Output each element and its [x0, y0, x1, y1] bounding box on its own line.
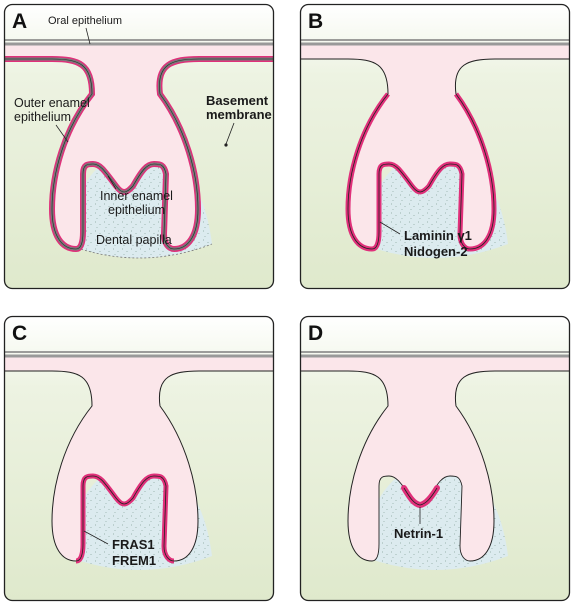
panel-letter: D: [308, 322, 323, 345]
outer-enamel-label-1: Outer enamel: [14, 96, 90, 110]
dental-papilla-label: Dental papilla: [96, 233, 172, 247]
panel-border: [299, 315, 571, 602]
panel-border: [299, 3, 571, 290]
panel-letter: B: [308, 10, 323, 33]
oral-epithelium-label: Oral epithelium: [48, 15, 122, 27]
panel-letter: C: [12, 322, 27, 345]
panel-a: A Oral epithelium Outer enamel epitheliu…: [3, 3, 275, 290]
laminin-label: Laminin γ1: [404, 228, 472, 243]
inner-enamel-label-1: Inner enamel: [100, 189, 173, 203]
frem1-label: FREM1: [112, 553, 156, 568]
outer-enamel-label-2: epithelium: [14, 110, 71, 124]
basement-membrane-label-2: membrane: [206, 107, 272, 122]
panel-border: [3, 315, 275, 602]
panel-c: C FRAS1 FREM1: [3, 315, 275, 602]
panel-b: B Laminin γ1 Nidogen-2: [299, 3, 571, 290]
panel-letter: A: [12, 10, 27, 33]
panel-border: [3, 3, 275, 290]
netrin-1-label: Netrin-1: [394, 526, 443, 541]
inner-enamel-label-2: epithelium: [108, 203, 165, 217]
panel-d: D Netrin-1: [299, 315, 571, 602]
nidogen-label: Nidogen-2: [404, 244, 468, 259]
basement-membrane-label-1: Basement: [206, 93, 269, 108]
fras1-label: FRAS1: [112, 537, 155, 552]
